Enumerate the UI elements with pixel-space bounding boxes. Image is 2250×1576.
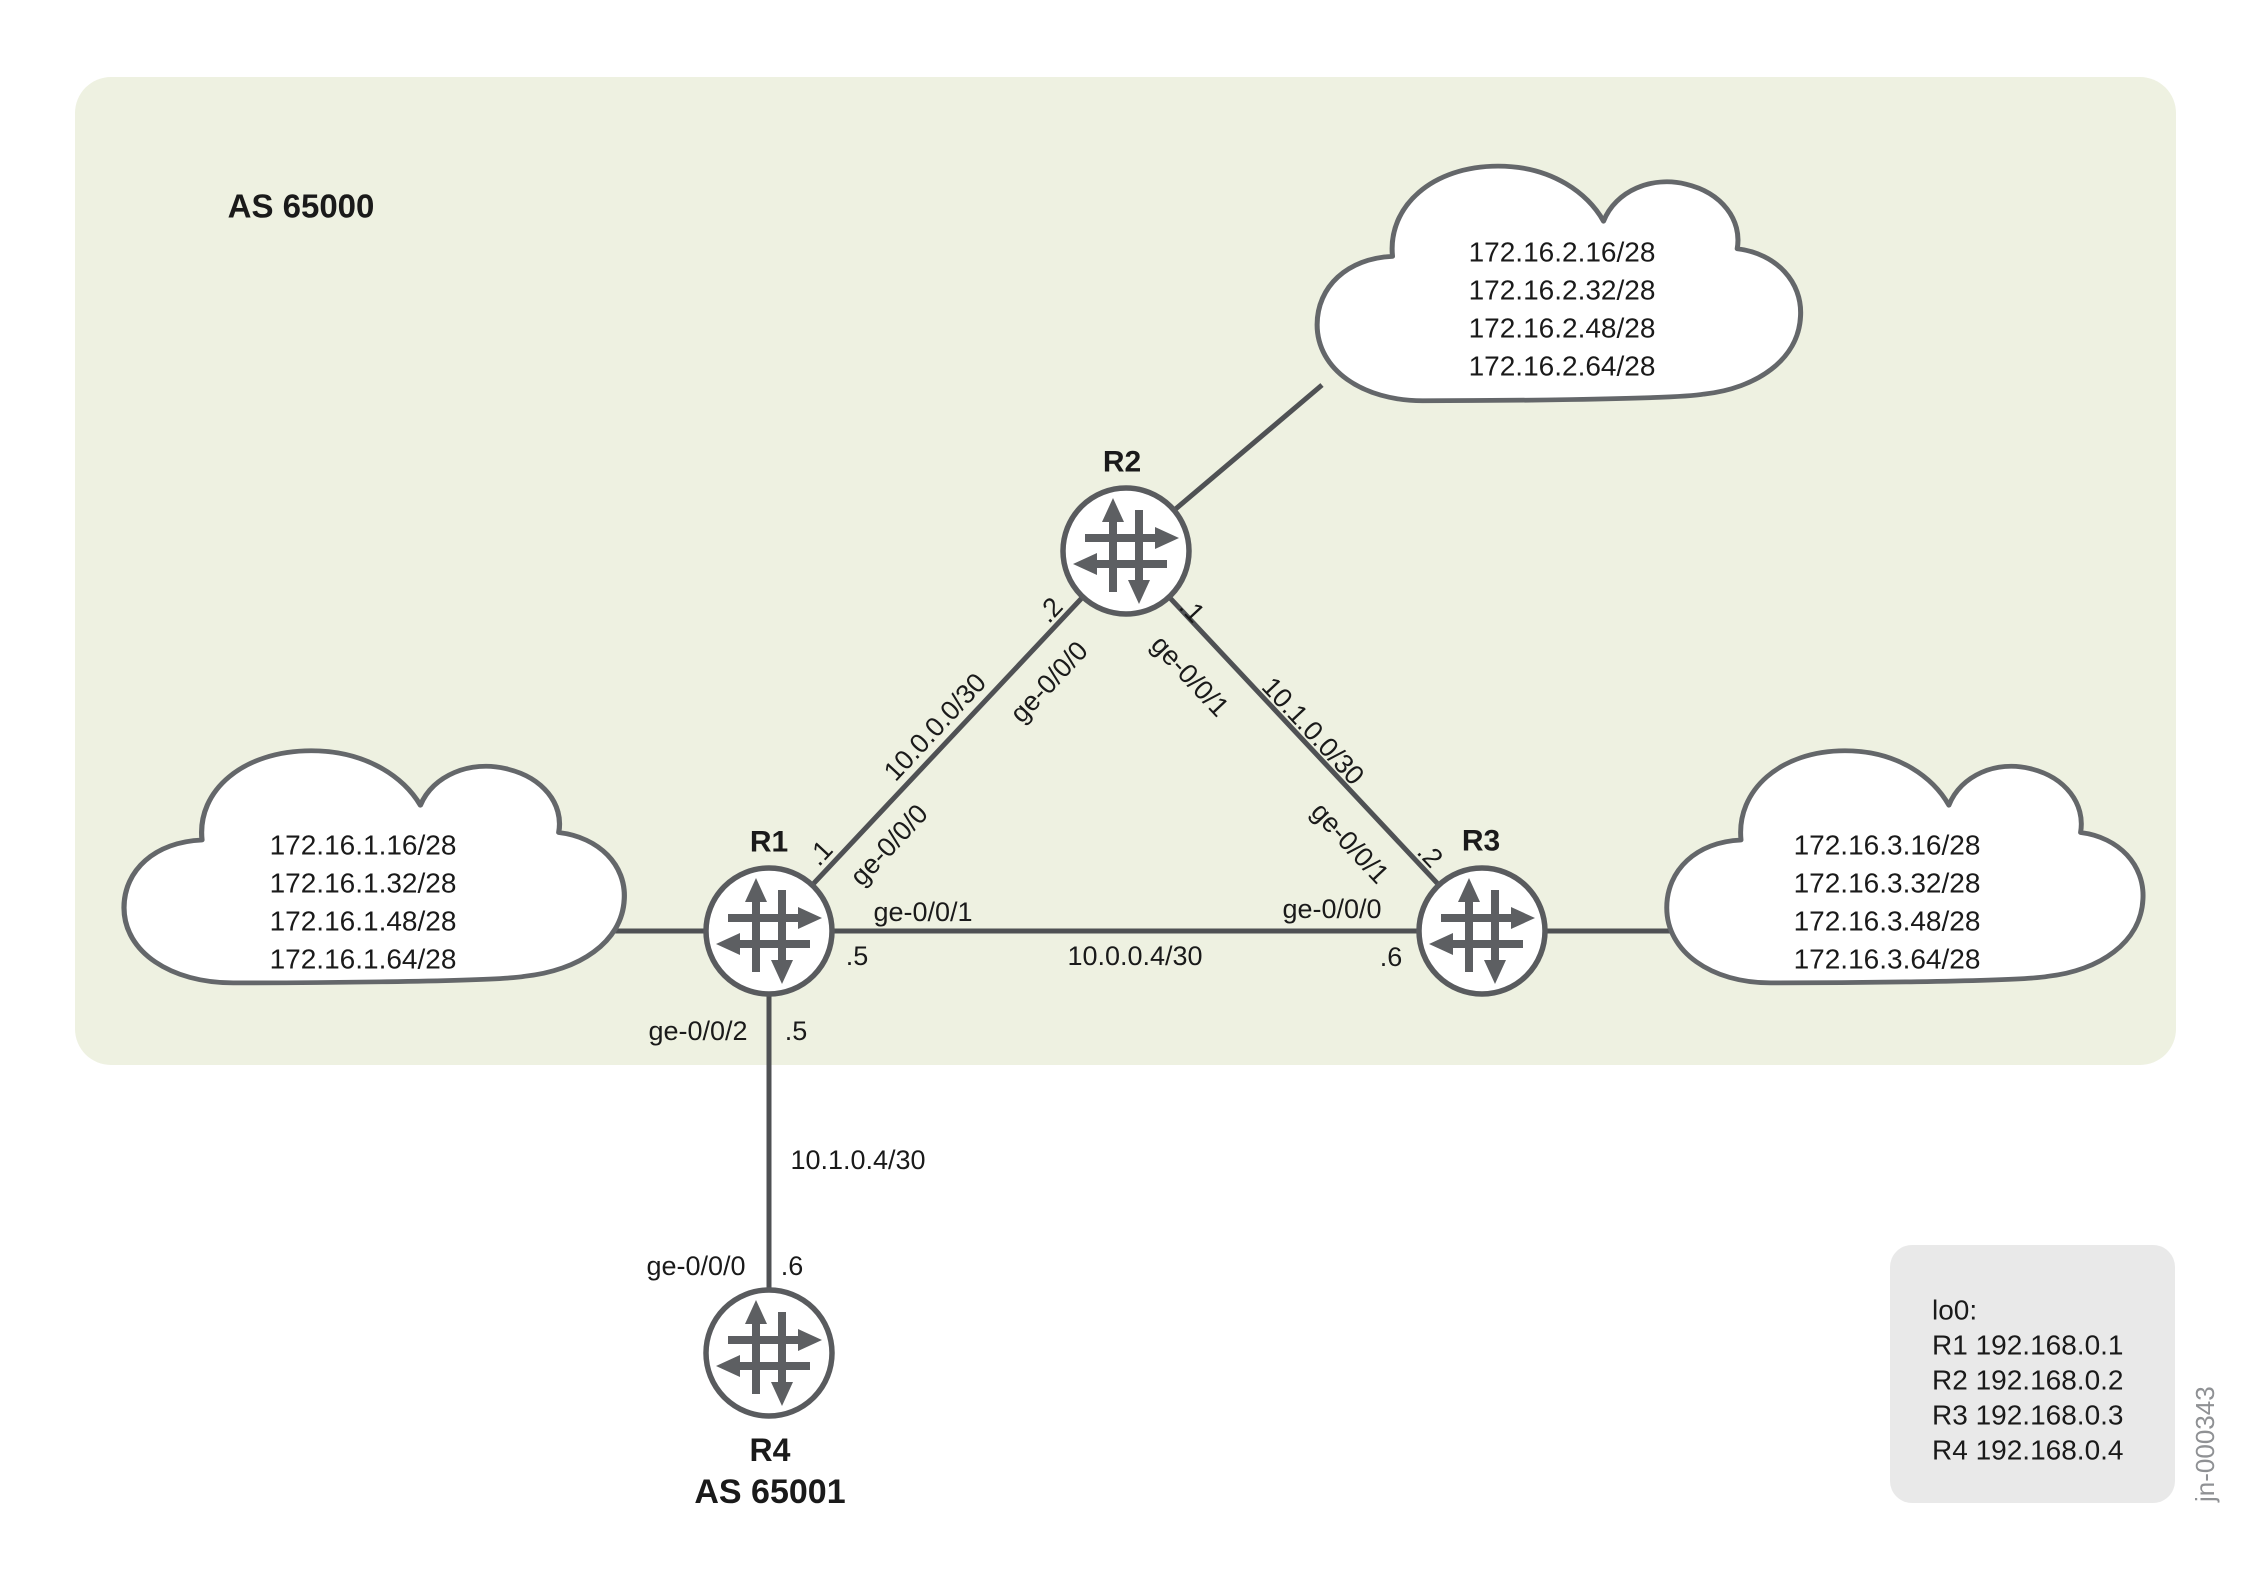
link-iface-label: ge-0/0/0 xyxy=(646,1251,745,1281)
link-iface-label: ge-0/0/2 xyxy=(648,1016,747,1046)
cloud-prefix: 172.16.1.64/28 xyxy=(270,944,457,975)
link-labels-r1-r3: ge-0/0/1 .5 10.0.0.4/30 ge-0/0/0 .6 xyxy=(846,894,1403,972)
cloud-prefix: 172.16.1.32/28 xyxy=(270,868,457,899)
cloud-prefix: 172.16.1.48/28 xyxy=(270,906,457,937)
figure-id-label: jn-000343 xyxy=(2190,1386,2220,1503)
cloud-left-prefixes: 172.16.1.16/28 172.16.1.32/28 172.16.1.4… xyxy=(270,830,457,975)
router-label-r2: R2 xyxy=(1103,446,1141,479)
cloud-prefix: 172.16.1.16/28 xyxy=(270,830,457,861)
router-icon-r3 xyxy=(1419,868,1545,994)
legend-entry: R4 192.168.0.4 xyxy=(1932,1435,2124,1466)
legend-title: lo0: xyxy=(1932,1295,1977,1326)
router-label-r4: R4 xyxy=(750,1432,791,1468)
link-iface-label: ge-0/0/0 xyxy=(1282,894,1381,924)
link-labels-r1-r4: ge-0/0/2 .5 10.1.0.4/30 ge-0/0/0 .6 xyxy=(646,1016,925,1281)
legend-entry: R2 192.168.0.2 xyxy=(1932,1365,2124,1396)
legend-box xyxy=(1890,1245,2175,1503)
router-r4-as-label: AS 65001 xyxy=(694,1473,845,1511)
link-host-label: .6 xyxy=(781,1251,804,1281)
as-region-label: AS 65000 xyxy=(228,188,375,225)
router-icon-r1 xyxy=(706,868,832,994)
cloud-prefix: 172.16.3.16/28 xyxy=(1794,830,1981,861)
router-label-r1: R1 xyxy=(750,826,788,859)
link-subnet-label: 10.1.0.4/30 xyxy=(790,1145,925,1175)
loopback-legend: lo0: R1 192.168.0.1 R2 192.168.0.2 R3 19… xyxy=(1890,1245,2175,1503)
router-label-r3: R3 xyxy=(1462,825,1500,858)
cloud-prefix: 172.16.3.64/28 xyxy=(1794,944,1981,975)
link-line-r2-r3 xyxy=(1124,549,1484,933)
link-line-r1-r2 xyxy=(767,549,1128,933)
router-icon-r4 xyxy=(706,1290,832,1416)
cloud-prefix: 172.16.2.16/28 xyxy=(1469,237,1656,268)
cloud-prefix: 172.16.3.48/28 xyxy=(1794,906,1981,937)
link-host-label: .5 xyxy=(785,1016,808,1046)
link-iface-label: ge-0/0/1 xyxy=(873,897,972,927)
cloud-right-prefixes: 172.16.3.16/28 172.16.3.32/28 172.16.3.4… xyxy=(1794,830,1981,975)
cloud-prefix: 172.16.2.32/28 xyxy=(1469,275,1656,306)
link-subnet-label: 10.0.0.4/30 xyxy=(1067,941,1202,971)
link-host-label: .5 xyxy=(846,941,869,971)
cloud-prefix: 172.16.2.48/28 xyxy=(1469,313,1656,344)
legend-entry: R1 192.168.0.1 xyxy=(1932,1330,2124,1361)
cloud-prefix: 172.16.3.32/28 xyxy=(1794,868,1981,899)
cloud-top-prefixes: 172.16.2.16/28 172.16.2.32/28 172.16.2.4… xyxy=(1469,237,1656,382)
cloud-prefix: 172.16.2.64/28 xyxy=(1469,351,1656,382)
router-icon-r2 xyxy=(1063,488,1189,614)
link-host-label: .6 xyxy=(1380,942,1403,972)
legend-entry: R3 192.168.0.3 xyxy=(1932,1400,2124,1431)
